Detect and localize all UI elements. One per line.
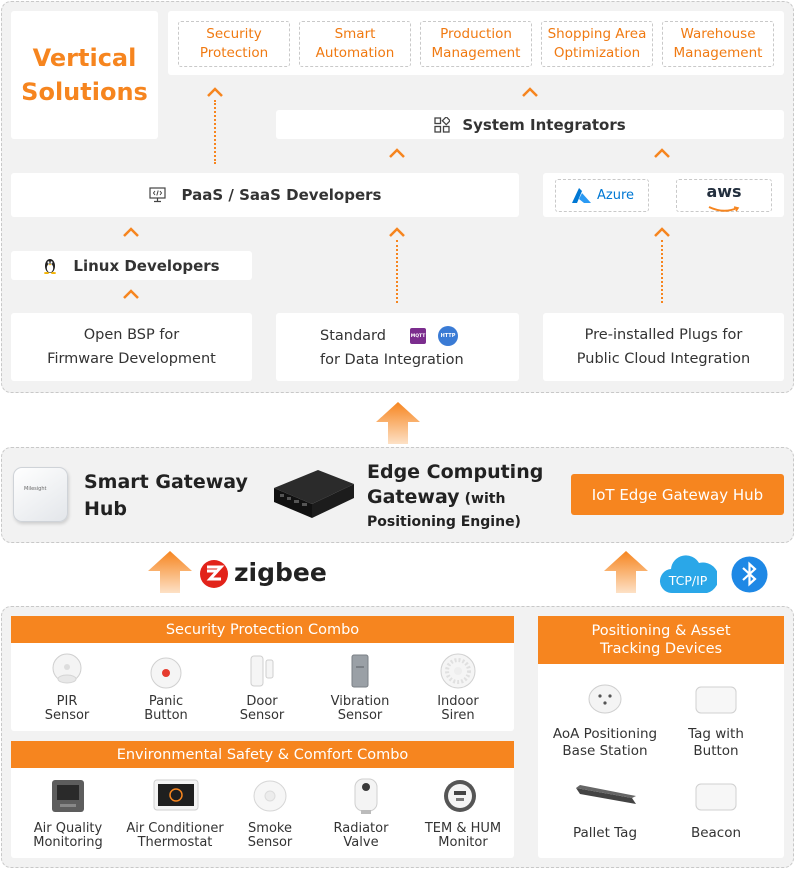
thermostat-image — [153, 779, 199, 811]
chevron-up-icon — [389, 227, 405, 237]
iot-edge-gateway-hub-button[interactable]: IoT Edge Gateway Hub — [571, 474, 784, 515]
chevron-up-icon — [207, 87, 223, 97]
linux-developers-bar: Linux Developers — [11, 251, 252, 280]
panic-button-image — [150, 657, 182, 689]
zigbee-label: zigbee — [234, 558, 327, 587]
zigbee-logo-icon — [200, 560, 228, 588]
standard-data-integration-card: Standard MQTT HTTP for Data Integration — [276, 313, 519, 381]
up-arrow-icon — [376, 402, 420, 444]
chevron-up-icon — [123, 289, 139, 299]
up-arrow-icon — [148, 551, 192, 593]
linux-developers-label: Linux Developers — [73, 256, 220, 275]
paas-saas-bar: PaaS / SaaS Developers — [11, 173, 519, 217]
air-quality-monitor-image — [52, 780, 84, 812]
vertical-solutions-title-2: Solutions — [21, 78, 148, 106]
bluetooth-icon — [731, 556, 768, 593]
open-bsp-card: Open BSP for Firmware Development — [11, 313, 252, 381]
mqtt-logo-icon: MQTT — [410, 328, 426, 344]
vibration-sensor-image — [351, 654, 369, 688]
dotted-connector — [214, 100, 216, 164]
public-cloud-card: Pre-installed Plugs for Public Cloud Int… — [543, 313, 784, 381]
chevron-up-icon — [654, 148, 670, 158]
edge-line1: Edge Computing — [367, 461, 544, 483]
tem-hum-monitor-image — [444, 780, 476, 812]
env-combo-title: Environmental Safety & Comfort Combo — [11, 741, 514, 768]
system-integrators-bar: System Integrators — [276, 110, 784, 139]
azure-label: Azure — [596, 188, 634, 203]
dotted-connector — [661, 240, 663, 303]
tag-with-button-image — [695, 686, 737, 714]
azure-logo-box[interactable]: Azure — [555, 179, 649, 212]
vertical-solutions-card: Vertical Solutions — [11, 11, 158, 139]
vertical-solutions-title-1: Vertical — [32, 44, 137, 72]
chevron-up-icon — [522, 87, 538, 97]
edge-computing-gateway-image — [274, 470, 354, 518]
solution-security-protection[interactable]: Security Protection — [178, 21, 290, 67]
system-integrators-label: System Integrators — [462, 115, 626, 134]
edge-line3: Positioning Engine) — [367, 514, 521, 530]
chevron-up-icon — [389, 148, 405, 158]
solution-smart-automation[interactable]: Smart Automation — [299, 21, 411, 67]
tcpip-label: TCP/IP — [668, 573, 708, 588]
grid-apps-icon — [434, 115, 452, 133]
pallet-tag-label: Pallet Tag — [572, 825, 638, 841]
smoke-sensor-image — [253, 780, 287, 812]
indoor-siren-image — [440, 653, 476, 689]
beacon-image — [695, 783, 737, 811]
smart-gateway-hub-image: Milesight — [13, 467, 68, 522]
paas-saas-label: PaaS / SaaS Developers — [181, 186, 382, 204]
standard-line1: Standard — [320, 328, 386, 344]
beacon-label: Beacon — [690, 825, 742, 841]
aoa-base-station-image — [588, 684, 622, 714]
open-bsp-line2: Firmware Development — [47, 351, 216, 367]
code-monitor-icon — [148, 187, 166, 203]
tux-penguin-icon — [43, 258, 57, 274]
security-combo-title: Security Protection Combo — [11, 616, 514, 643]
up-arrow-icon — [604, 551, 648, 593]
solution-production-management[interactable]: Production Management — [420, 21, 532, 67]
edge-line2: Gateway — [367, 486, 460, 508]
milesight-logo-icon: Milesight — [24, 486, 47, 492]
pallet-tag-image — [576, 785, 636, 804]
door-sensor-image — [250, 655, 274, 687]
pir-sensor-image — [52, 653, 82, 684]
azure-logo-icon — [570, 187, 592, 204]
aws-smile-icon — [707, 200, 741, 212]
http-globe-icon: HTTP — [438, 326, 458, 346]
chevron-up-icon — [654, 227, 670, 237]
open-bsp-line1: Open BSP for — [83, 327, 180, 343]
chevron-up-icon — [123, 227, 139, 237]
cloud-line2: Public Cloud Integration — [576, 351, 751, 367]
aws-logo-box[interactable]: aws — [676, 179, 772, 212]
radiator-valve-image — [354, 778, 378, 814]
solution-shopping-area-optimization[interactable]: Shopping Area Optimization — [541, 21, 653, 67]
standard-line2: for Data Integration — [320, 352, 464, 368]
aws-label: aws — [706, 182, 742, 201]
solution-warehouse-management[interactable]: Warehouse Management — [662, 21, 774, 67]
cloud-line1: Pre-installed Plugs for — [584, 327, 743, 343]
dotted-connector — [396, 240, 398, 303]
edge-computing-gateway-label: Edge Computing Gateway (with Positioning… — [367, 459, 543, 533]
positioning-title: Positioning & Asset Tracking Devices — [538, 616, 784, 664]
smart-gateway-hub-label: Smart Gateway Hub — [84, 471, 248, 520]
edge-suffix: (with — [464, 491, 506, 507]
cloud-icon — [660, 555, 717, 594]
